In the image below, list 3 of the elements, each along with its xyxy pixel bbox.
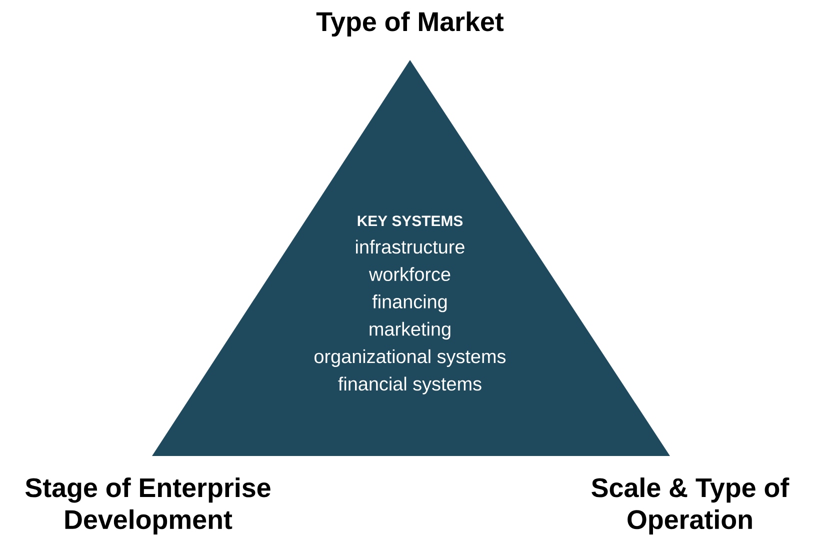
corner-label: Stage of Enterprise Development bbox=[25, 478, 270, 534]
corner-label: Scale & Type of Operation bbox=[592, 478, 790, 534]
triangle: KEY SYSTEMS infrastructure workforce financing marketing organizational systems financial systems bbox=[152, 60, 670, 456]
